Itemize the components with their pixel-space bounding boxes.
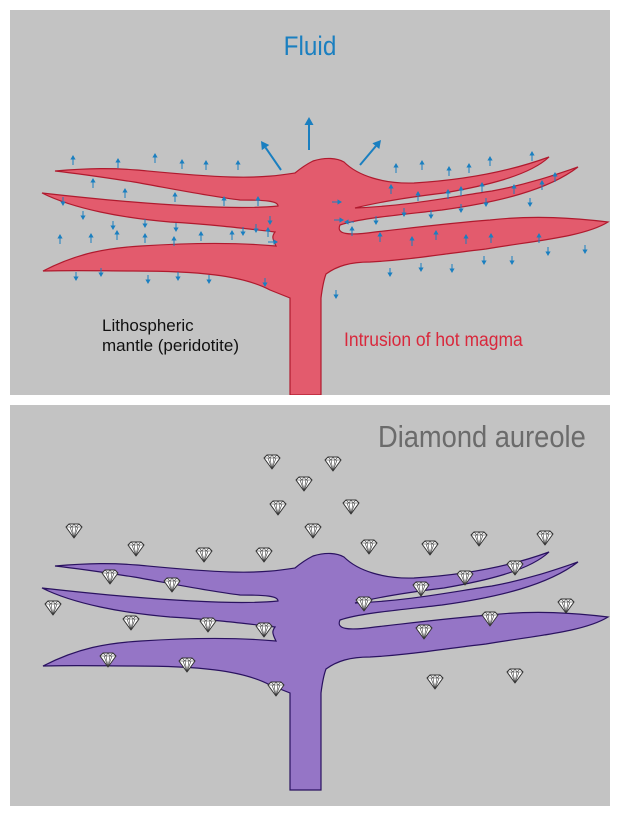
- arrow-icon: [235, 160, 240, 170]
- diamond-icon: [45, 601, 61, 615]
- arrow-icon: [198, 231, 203, 241]
- diamond-aureole-label: Diamond aureole: [378, 419, 586, 455]
- diamond-icon: [268, 682, 284, 696]
- diamond-icon: [200, 618, 216, 632]
- arrow-icon: [70, 155, 75, 165]
- diamond-icon: [196, 548, 212, 562]
- arrow-icon: [393, 163, 398, 173]
- diamond-icon: [179, 658, 195, 672]
- diamond-icon: [422, 541, 438, 555]
- arrow-icon: [179, 159, 184, 169]
- diamond-icon: [256, 548, 272, 562]
- diamond-icon: [296, 477, 312, 491]
- arrow-icon: [206, 275, 211, 284]
- arrow-icon: [305, 117, 314, 150]
- arrow-icon: [446, 166, 451, 176]
- arrow-icon: [481, 256, 486, 265]
- diamond-icon: [123, 616, 139, 630]
- arrow-icon: [110, 221, 115, 230]
- aureole-intrusion-shape: [42, 552, 608, 790]
- diamond-icon: [427, 675, 443, 689]
- diamond-icon: [164, 578, 180, 592]
- mantle-label-line-1: Lithospheric: [102, 316, 239, 336]
- diamond-icon: [128, 542, 144, 556]
- arrow-icon: [387, 268, 392, 277]
- arrow-icon: [418, 263, 423, 272]
- arrow-icon: [449, 264, 454, 273]
- diamond-icon: [66, 524, 82, 538]
- arrow-icon: [203, 160, 208, 170]
- arrow-icon: [152, 153, 157, 163]
- arrow-icon: [333, 290, 338, 299]
- diamond-icon: [507, 669, 523, 683]
- arrow-icon: [545, 247, 550, 256]
- arrow-icon: [145, 275, 150, 284]
- arrow-icon: [173, 223, 178, 232]
- arrow-icon: [114, 230, 119, 240]
- diamond-icon: [264, 455, 280, 469]
- arrow-icon: [73, 272, 78, 281]
- arrow-icon: [529, 151, 534, 161]
- diamond-icon: [537, 531, 553, 545]
- arrow-icon: [88, 233, 93, 243]
- diamond-icon: [413, 582, 429, 596]
- diamond-aureole-diagram: [10, 405, 610, 806]
- diamond-icon: [325, 457, 341, 471]
- arrow-icon: [142, 219, 147, 228]
- arrow-icon: [360, 140, 381, 165]
- diamond-icon: [343, 500, 359, 514]
- diamond-icon: [270, 501, 286, 515]
- magma-intrusion-panel: Fluid Lithospheric mantle (peridotite) I…: [10, 10, 610, 395]
- mantle-label-line-2: mantle (peridotite): [102, 336, 239, 356]
- arrow-icon: [419, 160, 424, 170]
- arrow-icon: [122, 188, 127, 198]
- diamond-icon: [558, 599, 574, 613]
- lithospheric-mantle-label: Lithospheric mantle (peridotite): [102, 316, 239, 355]
- fluid-label: Fluid: [40, 31, 580, 62]
- intrusion-label: Intrusion of hot magma: [344, 330, 523, 352]
- arrow-icon: [582, 245, 587, 254]
- diamond-icon: [256, 623, 272, 637]
- arrow-icon: [509, 256, 514, 265]
- arrow-icon: [261, 141, 281, 170]
- arrow-icon: [57, 234, 62, 244]
- arrow-icon: [142, 233, 147, 243]
- magma-intrusion-shape: [42, 157, 608, 395]
- diamond-icon: [102, 570, 118, 584]
- arrow-icon: [229, 230, 234, 240]
- arrow-icon: [90, 178, 95, 188]
- diamond-icon: [471, 532, 487, 546]
- arrow-icon: [487, 156, 492, 166]
- arrow-icon: [527, 198, 532, 207]
- arrow-icon: [466, 163, 471, 173]
- diamond-icon: [361, 540, 377, 554]
- arrow-icon: [175, 272, 180, 281]
- diamond-aureole-panel: Diamond aureole: [10, 405, 610, 806]
- diamond-icon: [305, 524, 321, 538]
- arrow-icon: [115, 158, 120, 168]
- arrow-icon: [172, 192, 177, 202]
- arrow-icon: [80, 211, 85, 220]
